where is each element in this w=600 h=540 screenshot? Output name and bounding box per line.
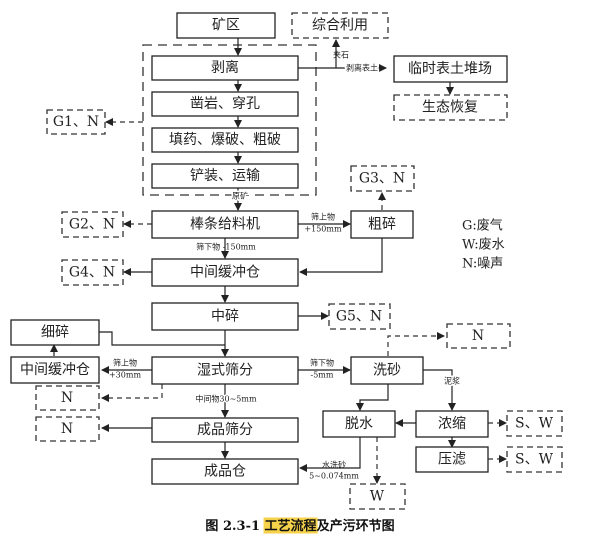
label-oversize-150-a: 筛上物: [311, 212, 335, 222]
label-raw-ore: 原矿: [232, 191, 248, 201]
svg-text:填药、爆破、粗破: 填药、爆破、粗破: [169, 132, 281, 148]
svg-text:成品筛分: 成品筛分: [197, 422, 253, 438]
svg-text:剥离: 剥离: [211, 59, 239, 76]
node-dewatering: 脱水: [322, 410, 396, 438]
figure-caption: 图 2.3-1 工艺流程及产污环节图: [205, 517, 395, 534]
node-temp-topsoil-yard: 临时表土堆场: [393, 55, 508, 83]
label-washed-sand-a: 水洗砂: [322, 460, 346, 470]
node-sand-washing: 洗砂: [350, 356, 424, 385]
svg-text:铲装、运输: 铲装、运输: [190, 168, 260, 184]
svg-text:压滤: 压滤: [438, 452, 466, 468]
emission-n-product-screening: N: [35, 416, 100, 442]
svg-text:粗碎: 粗碎: [368, 217, 396, 233]
legend-item: N:噪声: [462, 257, 503, 272]
node-fine-crushing: 细碎: [10, 319, 100, 346]
label-slurry: 泥浆: [444, 376, 460, 386]
svg-text:N: N: [472, 328, 484, 344]
svg-text:中间缓冲仓: 中间缓冲仓: [20, 362, 90, 378]
node-buffer-bin-2: 中间缓冲仓: [10, 356, 100, 384]
label-oversize-30-a: 筛上物: [113, 358, 137, 368]
node-medium-crushing: 中碎: [151, 302, 299, 331]
emission-g5-n: G5、N: [328, 303, 391, 330]
node-product-bin: 成品仓: [151, 458, 299, 485]
emission-connectors: [101, 118, 507, 484]
emission-g3-n: G3、N: [350, 165, 415, 192]
label-stripped-topsoil: 剥离表土: [346, 63, 378, 73]
edge-wet-to-n: [101, 384, 163, 402]
svg-text:S、W: S、W: [515, 416, 554, 432]
edge-coarse-to-buffer: [299, 238, 383, 276]
svg-text:G1、N: G1、N: [53, 114, 99, 130]
svg-text:图 2.3-1 工艺流程及产污环节图: 图 2.3-1 工艺流程及产污环节图: [205, 518, 394, 534]
svg-text:W: W: [370, 489, 385, 505]
node-coarse-crushing: 粗碎: [350, 210, 414, 239]
caption-highlight: [263, 517, 318, 534]
svg-text:棒条给料机: 棒条给料机: [190, 216, 260, 233]
edge-washing-to-thickening: [423, 369, 456, 411]
emission-g4-n: G4、N: [61, 259, 124, 286]
node-wet-screening: 湿式筛分: [151, 356, 299, 385]
emission-g2-n: G2、N: [61, 211, 124, 238]
legend-item: G:废气: [462, 218, 503, 234]
emission-sw-thickening: S、W: [506, 410, 563, 437]
svg-text:N: N: [61, 421, 73, 437]
emission-sw-filter-press: S、W: [506, 446, 563, 473]
edge-fine-to-wet: [99, 331, 225, 346]
node-thickening: 浓缩: [415, 410, 489, 438]
svg-text:S、W: S、W: [515, 452, 554, 468]
edge-washing-to-n: [387, 332, 445, 356]
svg-text:生态恢复: 生态恢复: [422, 99, 478, 116]
emission-g1-n: G1、N: [46, 109, 106, 135]
svg-text:中间缓冲仓: 中间缓冲仓: [190, 265, 260, 281]
node-filter-press: 压滤: [415, 446, 489, 473]
caption-highlight-text: 工艺流程: [265, 518, 317, 534]
svg-text:中碎: 中碎: [211, 309, 239, 325]
label-oversize-30-b: +30mm: [109, 371, 141, 380]
svg-text:湿式筛分: 湿式筛分: [197, 363, 253, 379]
svg-text:成品仓: 成品仓: [204, 464, 246, 480]
node-drilling: 凿岩、穿孔: [151, 91, 299, 117]
svg-text:N: N: [61, 390, 73, 406]
edge-washing-to-dewatering: [356, 384, 389, 411]
svg-text:洗砂: 洗砂: [373, 363, 401, 379]
svg-text:脱水: 脱水: [345, 416, 373, 432]
node-product-screening: 成品筛分: [151, 417, 299, 443]
svg-text:G5、N: G5、N: [336, 309, 382, 325]
legend: G:废气 W:废水 N:噪声: [462, 218, 505, 272]
label-washed-sand-b: 5~0.074mm: [309, 472, 359, 481]
node-mine-area: 矿区: [176, 12, 276, 39]
svg-text:G2、N: G2、N: [69, 217, 115, 233]
label-oversize-150-b: +150mm: [304, 225, 342, 234]
svg-text:凿岩、穿孔: 凿岩、穿孔: [190, 96, 260, 112]
emission-w-dewatering: W: [349, 483, 406, 510]
connectors: [50, 38, 456, 472]
svg-text:G3、N: G3、N: [359, 171, 405, 187]
svg-text:临时表土堆场: 临时表土堆场: [408, 61, 492, 77]
emission-n-wet-screening: N: [35, 385, 100, 411]
node-blasting: 填药、爆破、粗破: [151, 127, 299, 153]
svg-text:浓缩: 浓缩: [438, 416, 466, 432]
node-stripping: 剥离: [151, 55, 299, 81]
svg-text:矿区: 矿区: [212, 18, 240, 34]
label-gangue: 夹石: [333, 50, 349, 60]
node-buffer-bin-1: 中间缓冲仓: [151, 258, 299, 287]
node-comprehensive-use: 综合利用: [291, 12, 389, 39]
node-loading: 铲装、运输: [151, 163, 299, 189]
label-undersize-5-a: 筛下物: [310, 358, 334, 368]
label-middlings: 中间物30~5mm: [195, 394, 257, 404]
svg-text:细碎: 细碎: [41, 325, 69, 341]
svg-text:综合利用: 综合利用: [312, 18, 368, 34]
label-undersize-5-b: -5mm: [311, 371, 334, 380]
caption-suffix: 及产污环节图: [317, 518, 395, 534]
mining-group-box: [142, 44, 317, 196]
edge-dewatering-to-bin: [299, 437, 361, 472]
node-bar-feeder: 棒条给料机: [151, 210, 299, 239]
legend-item: W:废水: [462, 237, 505, 253]
node-ecological-restoration: 生态恢复: [393, 94, 508, 121]
caption-prefix: 图 2.3-1: [205, 519, 264, 534]
emission-n-washing: N: [446, 323, 511, 349]
svg-text:G4、N: G4、N: [69, 265, 115, 281]
label-undersize-150: 筛下物 -150mm: [196, 242, 256, 252]
